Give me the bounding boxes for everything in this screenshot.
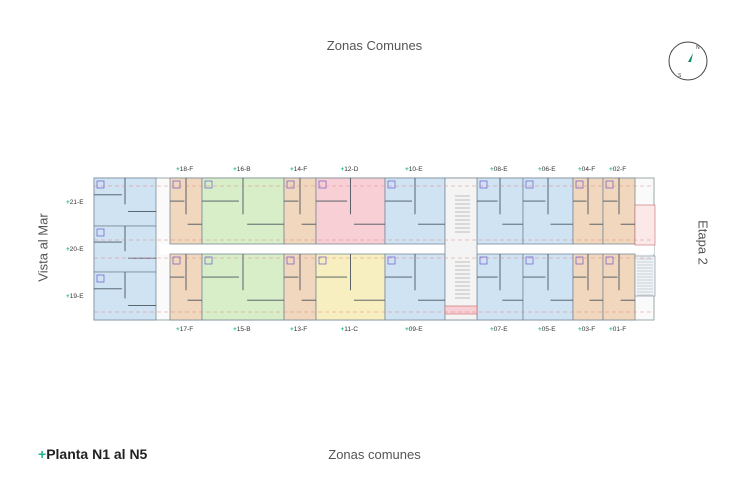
- floor-plan-lines: [94, 178, 654, 313]
- unit-top-label: +04-F: [578, 166, 595, 173]
- compass-icon: N S: [668, 41, 708, 81]
- core-pink: [444, 305, 478, 315]
- compass-north: N: [696, 45, 700, 51]
- bottom-zone-label: Zonas comunes: [328, 447, 421, 462]
- corridor: [160, 244, 654, 254]
- right-stair-top: [634, 204, 656, 246]
- unit-top-label: +06-E: [538, 166, 556, 173]
- unit-bottom-label: +09-E: [405, 326, 423, 333]
- unit-top-label: +02-F: [609, 166, 626, 173]
- core: [444, 177, 478, 321]
- unit-top-label: +12-D: [341, 166, 359, 173]
- unit-bottom-label: +03-F: [578, 326, 595, 333]
- unit-bottom-label: +15-B: [233, 326, 251, 333]
- unit-top-label: +10-E: [405, 166, 423, 173]
- unit-top-label: +18-F: [176, 166, 193, 173]
- unit-top-label: +14-F: [290, 166, 307, 173]
- plan-title: +Planta N1 al N5: [38, 446, 147, 462]
- unit-bottom-label: +05-E: [538, 326, 556, 333]
- unit-top-label: +16-B: [233, 166, 251, 173]
- plan-title-plus: +: [38, 446, 47, 462]
- unit-bottom-label: +13-F: [290, 326, 307, 333]
- unit-left-label: +20-E: [66, 246, 84, 253]
- unit-left-label: +19-E: [66, 293, 84, 300]
- unit-top-label: +08-E: [490, 166, 508, 173]
- plan-title-text: Planta N1 al N5: [46, 446, 148, 462]
- top-zone-label: Zonas Comunes: [326, 38, 423, 53]
- unit-bottom-label: +17-F: [176, 326, 193, 333]
- compass-needle: [684, 53, 693, 69]
- unit-left-label: +21-E: [66, 199, 84, 206]
- unit-bottom-label: +11-C: [341, 326, 359, 333]
- floor-plan-labels: +18-F +16-B +14-F +12-D +10-E +08-E +06-E +04-F…: [66, 166, 626, 333]
- unit-bottom-label: +07-E: [490, 326, 508, 333]
- compass-south: S: [678, 73, 682, 79]
- floor-plan-units: [93, 177, 656, 321]
- unit-bottom-label: +01-F: [609, 326, 626, 333]
